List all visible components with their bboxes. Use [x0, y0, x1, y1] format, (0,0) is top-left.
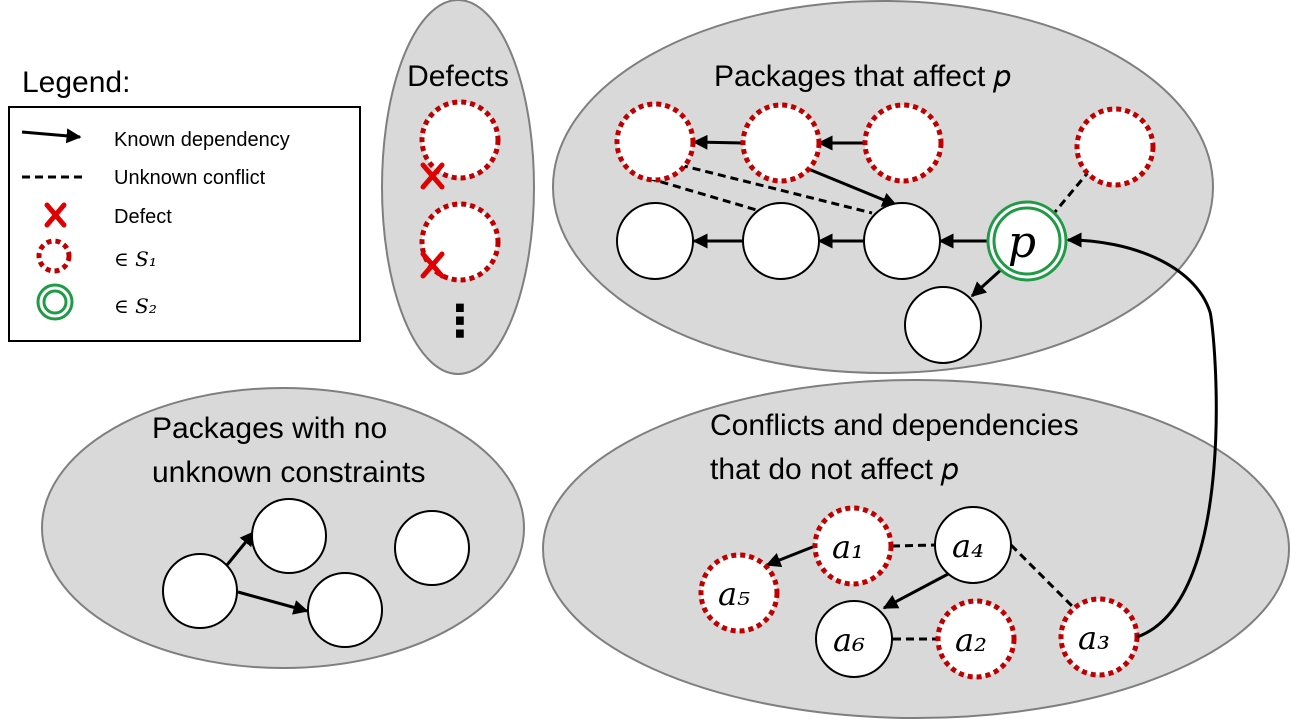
no-constraints-title-line2: unknown constraints — [152, 456, 426, 489]
package-node-a1: 𝑎₁ — [812, 505, 894, 587]
dependency-edge — [765, 544, 816, 568]
node-label-a6: 𝑎₆ — [833, 621, 865, 659]
package-node — [162, 553, 238, 629]
package-node — [307, 572, 383, 648]
legend-unknown-conflict-label: Unknown conflict — [114, 167, 266, 189]
no-constraints-region: Packages with no unknown constraints — [41, 387, 525, 669]
package-node-a4: 𝑎₄ — [934, 506, 1012, 584]
package-node — [904, 286, 982, 364]
conflict-edge — [679, 163, 873, 215]
node-label-a2: 𝑎₂ — [955, 621, 987, 659]
defects-region-shape — [381, 0, 535, 375]
dependency-edge — [882, 571, 951, 610]
package-node-a5: 𝑎₅ — [698, 552, 780, 634]
package-node-p: 𝑝 — [986, 200, 1068, 282]
dependency-edge — [692, 134, 744, 150]
defect-x-icon — [420, 251, 445, 279]
node-label-a4: 𝑎₄ — [952, 527, 984, 565]
not-affect-p-title-line1: Conflicts and dependencies — [710, 409, 1079, 442]
package-node-a3: 𝑎₃ — [1058, 596, 1140, 678]
defects-region-title: Defects — [407, 60, 509, 93]
conflict-edge — [1053, 169, 1092, 213]
legend-known-dependency-arrow — [21, 128, 82, 144]
dependency-edge-a3-to-p — [1066, 232, 1218, 639]
legend-title: Legend: — [22, 66, 130, 99]
dependency-edge — [237, 590, 309, 615]
package-node-s1 — [614, 101, 696, 183]
node-label-a1: 𝑎₁ — [832, 528, 864, 566]
conflict-edge — [1009, 543, 1078, 612]
defects-more-ellipsis: ⋮ — [438, 297, 482, 346]
package-node — [863, 202, 941, 280]
affect-p-region-shape — [552, 0, 1214, 374]
node-label-a5: 𝑎₅ — [718, 575, 750, 613]
affect-p-region-title: Packages that affect 𝑝 — [714, 60, 1011, 93]
legend-s1-icon — [36, 238, 72, 274]
legend-defect-icon — [44, 202, 67, 228]
affect-p-region: Packages that affect 𝑝 𝑝 — [552, 0, 1214, 374]
legend-s2-icon — [36, 283, 74, 321]
legend-defect-label: Defect — [114, 206, 172, 228]
legend-known-dependency-label: Known dependency — [114, 129, 290, 151]
defect-package-2 — [419, 201, 501, 283]
defects-region: Defects ⋮ — [381, 0, 535, 375]
package-node — [616, 202, 694, 280]
package-node-a2: 𝑎₂ — [935, 598, 1017, 680]
node-label-p: 𝑝 — [1008, 217, 1036, 268]
node-label-a3: 𝑎₃ — [1078, 619, 1110, 657]
package-node-a6: 𝑎₆ — [815, 600, 893, 678]
not-affect-p-title-line2: that do not affect 𝑝 — [710, 453, 958, 486]
defect-package-1 — [419, 99, 501, 181]
dependency-edge — [225, 530, 256, 566]
legend: Legend: Known dependency Unknown conflic… — [8, 66, 361, 342]
conflict-edge — [891, 543, 937, 548]
dependency-edge — [970, 266, 1005, 298]
not-affect-p-region: Conflicts and dependencies that do not a… — [542, 379, 1290, 719]
conflict-edge — [647, 176, 761, 213]
package-node-s1 — [862, 102, 944, 184]
legend-s2-label: ∈ 𝑆₂ — [114, 294, 157, 318]
package-node — [251, 498, 327, 574]
package-node — [394, 510, 470, 586]
no-constraints-title-line1: Packages with no — [152, 412, 387, 445]
package-node-s1 — [1074, 106, 1156, 188]
dependency-edge — [805, 166, 898, 207]
defect-x-icon — [420, 162, 445, 190]
legend-s1-label: ∈ 𝑆₁ — [114, 247, 157, 271]
package-node-s1 — [740, 102, 822, 184]
package-node — [742, 202, 820, 280]
